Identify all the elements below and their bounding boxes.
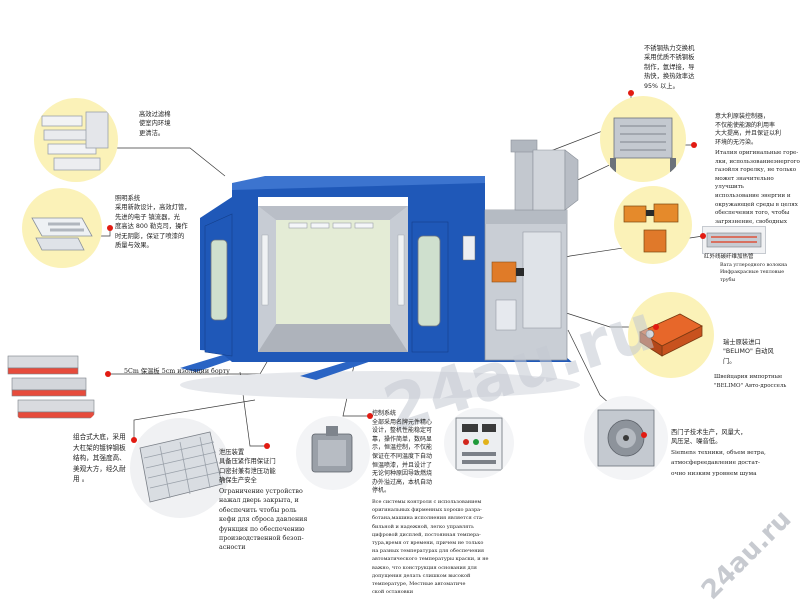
insulation-panel-icon xyxy=(7,355,95,419)
base-label: 组合式大底，采用 大杠架的镀锌钢板 结构，其强度高、 美观大方，经久耐 用 。 xyxy=(73,433,126,484)
leader-line-pressure xyxy=(239,371,267,447)
lighting-circle xyxy=(22,188,102,268)
pressure-label: 泄压装置 具备压紧作用保证门 口密封兼有泄压功能 确保生产安全 xyxy=(219,449,276,485)
callout-dot xyxy=(131,437,137,443)
panel-circle xyxy=(2,326,108,432)
heating-unit-top xyxy=(485,210,567,224)
exhaust-duct-side xyxy=(564,149,579,211)
insulation-label: 5Cm 保温板 5cm изоляции борту xyxy=(124,368,230,375)
control-panel-icon xyxy=(455,417,503,471)
infrared-label: 红外线碳纤维加热管 xyxy=(704,254,754,260)
leader-line-base xyxy=(133,399,256,440)
exhaust-duct xyxy=(532,149,566,211)
callout-dot xyxy=(264,443,270,449)
control-circle xyxy=(444,408,514,478)
control-label: 控制系统 全部采用名牌元件精心 设计，整机性能稳定可 靠，操作简单，数码显 示，… xyxy=(372,410,433,495)
fan-housing xyxy=(495,299,517,331)
exchanger-circle xyxy=(600,96,686,182)
grate-circle xyxy=(130,418,230,518)
damper-label-ru: Швейцария импортные "BELIMO" Авто-дроссе… xyxy=(714,374,787,390)
callout-dot xyxy=(105,371,111,377)
damper-label: 瑞士原装进口 "BELIMO" 自动风 门。 xyxy=(723,339,774,365)
valve-circle xyxy=(296,416,370,490)
control-label-ru: Все системы контроля с использованием ор… xyxy=(372,499,489,596)
pressure-valve-icon xyxy=(311,426,353,473)
burner-label: 意大利原装控制器， 不仅能使能源的利用率 大大提高，并且保证以利 环境的无污染。 xyxy=(715,113,782,146)
base-platform xyxy=(220,352,572,362)
infrared-label-ru: Вата углеродного волокна Инфракрасные те… xyxy=(720,263,788,283)
ceiling-light xyxy=(288,222,308,229)
exhaust-cap xyxy=(510,139,538,153)
burner-icon xyxy=(623,203,679,253)
damper-circle xyxy=(628,292,714,378)
callout-dot xyxy=(367,413,373,419)
filter-circle xyxy=(34,98,118,182)
floor-shadow xyxy=(180,371,580,399)
callout-dot xyxy=(628,90,634,96)
burner-nozzle xyxy=(516,268,524,276)
interior-floor xyxy=(258,324,408,352)
blower-fan-icon xyxy=(597,409,655,467)
callout-dot xyxy=(641,432,647,438)
callout-dot xyxy=(653,324,659,330)
callout-dot xyxy=(691,142,697,148)
interior-ceiling xyxy=(258,206,408,220)
interior-back-wall xyxy=(276,220,390,324)
heat-exchanger-icon xyxy=(610,117,676,172)
ceiling-light xyxy=(332,222,352,229)
roof-top xyxy=(232,176,485,190)
burner-circle xyxy=(614,186,692,264)
side-light-right xyxy=(397,234,405,306)
pressure-label-ru: Ограничение устройство нажал дверь закры… xyxy=(219,488,308,552)
callout-dot xyxy=(700,233,706,239)
burner-box xyxy=(491,261,517,283)
light-fixture-icon xyxy=(31,217,93,251)
right-door-window xyxy=(417,235,441,327)
heating-unit-panel xyxy=(522,231,562,329)
fan-label-ru: Siemens техники, объем ветра, атмосферее… xyxy=(671,450,766,477)
side-light-left xyxy=(261,234,269,306)
ceiling-lights xyxy=(288,222,374,229)
filter-label: 高效过滤棉 使室内环境 更清洁。 xyxy=(139,111,171,137)
control-cabinet xyxy=(462,235,476,261)
exhaust-stack xyxy=(514,149,534,211)
filter-pads-icon xyxy=(41,111,109,171)
left-door-window xyxy=(210,239,228,321)
infrared-heater-icon xyxy=(706,232,762,248)
burner-label-ru: Италия оригинальные горе- лки, использов… xyxy=(715,150,800,225)
callout-dot xyxy=(107,225,113,231)
ceiling-light xyxy=(354,222,374,229)
fan-circle xyxy=(584,396,668,480)
damper-actuator-icon xyxy=(639,313,703,357)
lighting-label: 照明系统 采用新款设计，高效灯管， 先进的电子 镇流器，光 度高达 800 勒克… xyxy=(115,195,191,250)
exchanger-label: 不锈钢热力交换机 采用优质不锈钢板 制作，氩焊接，导 热快，换热效率达 95% … xyxy=(644,45,695,90)
ceiling-light xyxy=(310,222,330,229)
front-pillar-left xyxy=(232,197,258,352)
floor-grate-icon xyxy=(139,431,223,503)
heater-box xyxy=(702,226,766,254)
fan-label: 西门子技术生产，风量大， 风压足、噪音低。 xyxy=(671,429,747,446)
